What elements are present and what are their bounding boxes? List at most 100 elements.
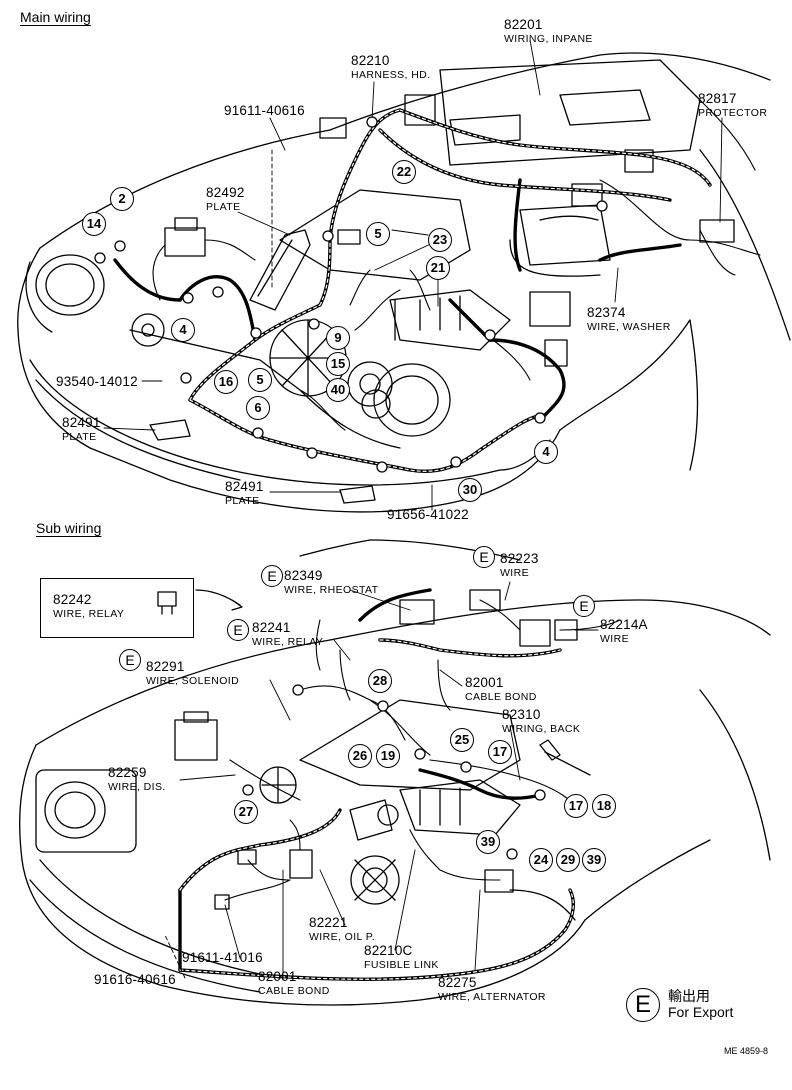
export-mark: E xyxy=(573,595,595,617)
part-82492: 82492 PLATE xyxy=(206,186,245,214)
ref-bubble: 30 xyxy=(458,478,482,502)
part-82242: 82242 WIRE, RELAY xyxy=(53,593,124,621)
sub-junction-dots xyxy=(242,684,546,860)
part-number: 93540-14012 xyxy=(56,374,138,389)
part-82259: 82259 WIRE, DIS. xyxy=(108,766,166,794)
part-name: WIRE, RELAY xyxy=(252,636,324,648)
part-number: 82374 xyxy=(587,305,626,320)
export-mark: E xyxy=(119,649,141,671)
ref-bubble: 23 xyxy=(428,228,452,252)
ref-bubble: 28 xyxy=(368,669,392,693)
part-name: WIRING, BACK xyxy=(502,723,581,735)
part-name: WIRE, ALTERNATOR xyxy=(438,991,546,1003)
sub-car-body xyxy=(19,539,771,1006)
part-82349: 82349 WIRE, RHEOSTAT xyxy=(284,569,378,597)
part-91611-40616: 91611-40616 xyxy=(224,104,305,118)
part-91656-41022: 91656-41022 xyxy=(387,508,469,522)
part-82221: 82221 WIRE, OIL P. xyxy=(309,916,375,944)
ref-bubble: 2 xyxy=(110,187,134,211)
export-mark: E xyxy=(261,565,283,587)
ref-bubble: 14 xyxy=(82,212,106,236)
export-mark: E xyxy=(473,546,495,568)
part-name: WIRING, INPANE xyxy=(504,33,593,45)
part-82201: 82201 WIRING, INPANE xyxy=(504,18,593,46)
part-82491-bottom: 82491 PLATE xyxy=(225,480,264,508)
ref-bubble: 17 xyxy=(564,794,588,818)
part-82275: 82275 WIRE, ALTERNATOR xyxy=(438,976,546,1004)
export-legend-english: For Export xyxy=(668,1004,734,1020)
part-number: 82259 xyxy=(108,765,147,780)
part-82223: 82223 WIRE xyxy=(500,552,539,580)
part-name: CABLE BOND xyxy=(465,691,537,703)
ref-bubble: 5 xyxy=(366,222,390,246)
part-number: 82001 xyxy=(258,969,297,984)
part-number: 82241 xyxy=(252,620,291,635)
part-name: PLATE xyxy=(225,495,260,507)
part-number: 91616-40616 xyxy=(94,972,176,987)
part-name: PLATE xyxy=(206,201,241,213)
export-legend-japanese: 輸出用 xyxy=(668,989,710,1005)
part-number: 82210 xyxy=(351,53,390,68)
part-82817: 82817 PROTECTOR xyxy=(698,92,767,120)
part-number: 82275 xyxy=(438,975,477,990)
part-82491-left: 82491 PLATE xyxy=(62,416,101,444)
ref-bubble: 21 xyxy=(426,256,450,280)
part-82210: 82210 HARNESS, HD. xyxy=(351,54,430,82)
ref-bubble: 24 xyxy=(529,848,553,872)
export-legend-mark: E xyxy=(626,988,660,1022)
sub-leaders xyxy=(164,581,599,981)
part-82001-top: 82001 CABLE BOND xyxy=(465,676,537,704)
main-car-body xyxy=(17,52,791,513)
part-name: WIRE, WASHER xyxy=(587,321,671,333)
part-name: WIRE, DIS. xyxy=(108,781,166,793)
part-82291: 82291 WIRE, SOLENOID xyxy=(146,660,239,688)
part-name: PROTECTOR xyxy=(698,107,768,119)
part-number: 82214A xyxy=(600,617,648,632)
part-82001-bottom: 82001 CABLE BOND xyxy=(258,970,330,998)
main-harness-inner xyxy=(189,109,711,472)
part-number: 82221 xyxy=(309,915,348,930)
main-junction-dots xyxy=(94,116,608,473)
part-name: PLATE xyxy=(62,431,97,443)
part-number: 91611-40616 xyxy=(224,103,305,118)
ref-bubble: 6 xyxy=(246,396,270,420)
ref-bubble: 16 xyxy=(214,370,238,394)
ref-bubble: 39 xyxy=(582,848,606,872)
ref-bubble: 26 xyxy=(348,744,372,768)
part-82214A: 82214A WIRE xyxy=(600,618,648,646)
part-number: 82817 xyxy=(698,91,737,106)
sub-harness xyxy=(178,588,575,981)
part-number: 82291 xyxy=(146,659,185,674)
ref-bubble: 22 xyxy=(392,160,416,184)
ref-bubble: 4 xyxy=(534,440,558,464)
part-number: 82001 xyxy=(465,675,504,690)
part-name: FUSIBLE LINK xyxy=(364,959,439,971)
part-number: 91611-41016 xyxy=(182,950,263,965)
part-name: HARNESS, HD. xyxy=(351,69,431,81)
part-number: 82491 xyxy=(62,415,101,430)
part-number: 82491 xyxy=(225,479,264,494)
part-number: 82201 xyxy=(504,17,543,32)
sub-wiring-heading: Sub wiring xyxy=(36,520,102,536)
ref-bubble: 18 xyxy=(592,794,616,818)
part-number: 82210C xyxy=(364,943,413,958)
part-name: WIRE, OIL P. xyxy=(309,931,376,943)
part-82210C: 82210C FUSIBLE LINK xyxy=(364,944,439,972)
ref-bubble: 39 xyxy=(476,830,500,854)
part-82374: 82374 WIRE, WASHER xyxy=(587,306,671,334)
part-number: 82349 xyxy=(284,568,323,583)
ref-bubble: 40 xyxy=(326,378,350,402)
figure-code: ME 4859-8 xyxy=(724,1046,769,1056)
part-number: 82223 xyxy=(500,551,539,566)
part-number: 91656-41022 xyxy=(387,507,469,522)
ref-bubble: 29 xyxy=(556,848,580,872)
part-name: CABLE BOND xyxy=(258,985,330,997)
part-91616-40616: 91616-40616 xyxy=(94,973,176,987)
part-name: WIRE, SOLENOID xyxy=(146,675,240,687)
ref-bubble: 19 xyxy=(376,744,400,768)
part-number: 82492 xyxy=(206,185,245,200)
relay-inset-box: 82242 WIRE, RELAY xyxy=(40,578,194,638)
part-number: 82310 xyxy=(502,707,541,722)
ref-bubble: 27 xyxy=(234,800,258,824)
